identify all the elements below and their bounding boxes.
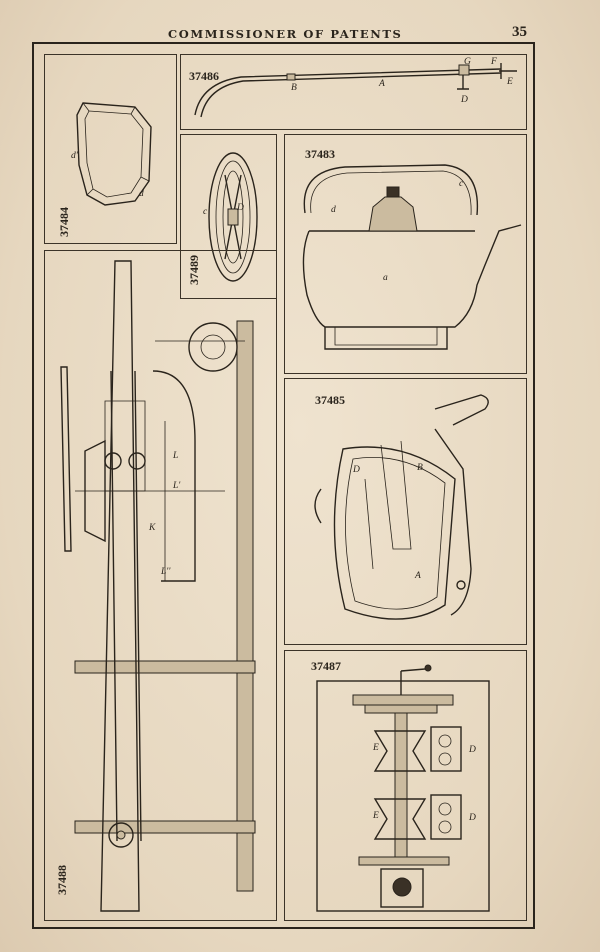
patent-number: 37487 xyxy=(311,659,341,673)
label-L-prime: L' xyxy=(173,481,181,491)
label-D: D xyxy=(237,203,244,213)
panel-37484: 37484 d' d xyxy=(44,54,177,244)
label-c: c xyxy=(203,207,208,217)
label-E: E xyxy=(507,77,513,87)
pan-drawing xyxy=(76,102,152,206)
label-F: F xyxy=(491,57,497,67)
press-drawing xyxy=(316,664,490,912)
label-d-prime: d' xyxy=(71,151,78,161)
label-A: A xyxy=(415,571,421,581)
rod-drawing xyxy=(194,63,517,118)
panel-37488: 37488 L L' K L'' xyxy=(44,250,277,921)
label-D-lower: D xyxy=(469,813,476,823)
label-D: D xyxy=(353,465,360,475)
label-D: D xyxy=(461,95,468,105)
label-c: c xyxy=(459,179,464,189)
pouch-drawing xyxy=(314,394,489,620)
machine-drawing xyxy=(60,260,256,912)
figure-frame: 37484 d' d 37486 G F E B A D xyxy=(32,42,535,929)
label-D-upper: D xyxy=(469,745,476,755)
patent-number: 37486 xyxy=(189,69,219,83)
patent-number: 37484 xyxy=(57,207,71,237)
label-G: G xyxy=(464,57,471,67)
label-d: d xyxy=(331,205,336,215)
label-K: K xyxy=(149,523,156,533)
label-B: B xyxy=(417,463,423,473)
label-L-double: L'' xyxy=(161,567,171,577)
label-E-upper: E xyxy=(373,743,379,753)
running-head: COMMISSIONER OF PATENTS xyxy=(168,27,403,41)
patent-number: 37485 xyxy=(315,393,345,407)
panel-37486: 37486 G F E B A D xyxy=(180,54,527,130)
page-number: 35 xyxy=(512,24,527,40)
kettle-drawing xyxy=(302,164,522,350)
label-L: L xyxy=(173,451,179,461)
patent-number: 37488 xyxy=(55,865,69,895)
label-A: A xyxy=(379,79,385,89)
panel-37489: 37489 c D xyxy=(180,134,277,299)
ring-drawing xyxy=(208,152,258,282)
label-E-lower: E xyxy=(373,811,379,821)
label-B: B xyxy=(291,83,297,93)
patent-number: 37483 xyxy=(305,147,335,161)
label-a: a xyxy=(383,273,388,283)
label-d: d xyxy=(139,189,144,199)
panel-37483: 37483 c d a xyxy=(284,134,527,374)
panel-37487: 37487 E D E D xyxy=(284,650,527,921)
panel-37485: 37485 D B A xyxy=(284,378,527,645)
